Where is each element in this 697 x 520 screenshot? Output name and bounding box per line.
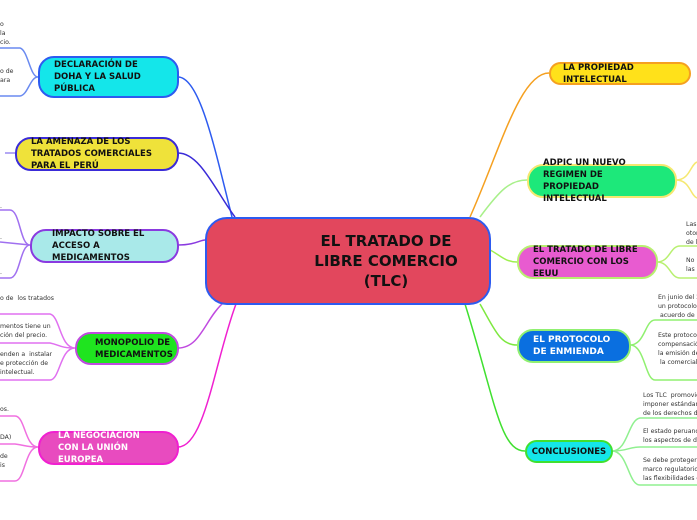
topic-label: CONCLUSIONES (531, 446, 607, 457)
leaf-text[interactable]: o la cio. (0, 21, 11, 46)
topic-monopolio[interactable]: MONOPOLIO DE MEDICAMENTOS (75, 332, 179, 365)
leaf-text[interactable]: . (0, 234, 2, 241)
leaf-text[interactable]: No las (686, 257, 695, 273)
topic-label: LA PROPIEDAD INTELECTUAL (563, 62, 634, 85)
leaf-text[interactable]: En junio del 2 un protocolo acuerdo de p (658, 294, 697, 319)
central-topic[interactable]: EL TRATADO DE LIBRE COMERCIO (TLC) (205, 217, 491, 305)
topic-label: IMPACTO SOBRE EL ACCESO A MEDICAMENTOS (52, 229, 145, 263)
leaf-text[interactable]: Este protocol compensació la emisión de … (658, 332, 697, 366)
leaf-text[interactable]: . (0, 269, 2, 276)
leaf-text[interactable]: Los TLC promovido imponer estándare de l… (643, 392, 697, 417)
leaf-text[interactable]: . (0, 203, 2, 210)
topic-label: MONOPOLIO DE MEDICAMENTOS (95, 337, 173, 360)
leaf-text[interactable]: Se debe proteger la marco regulatorio d … (643, 457, 697, 482)
topic-doha[interactable]: DECLARACIÓN DE DOHA Y LA SALUD PÚBLICA (38, 56, 179, 98)
topic-negociacion[interactable]: LA NEGOCIACIÓN CON LA UNIÓN EUROPEA (38, 431, 179, 465)
topic-label: LA AMENAZA DE LOS TRATADOS COMERCIALES P… (31, 137, 152, 171)
topic-label: LA NEGOCIACIÓN CON LA UNIÓN EUROPEA (58, 431, 140, 465)
leaf-text[interactable]: o de los tratados (0, 295, 55, 302)
topic-protocolo[interactable]: EL PROTOCOLO DE ENMIENDA (517, 329, 631, 363)
topic-label: DECLARACIÓN DE DOHA Y LA SALUD PÚBLICA (54, 60, 141, 94)
leaf-text[interactable]: o de ara (0, 68, 14, 84)
leaf-text[interactable]: DA) (0, 434, 12, 441)
leaf-text[interactable]: mentos tiene un ción del precio. (0, 323, 51, 339)
topic-label: ADPIC UN NUEVO REGIMEN DE PROPIEDAD INTE… (543, 158, 626, 204)
topic-label: EL PROTOCOLO DE ENMIENDA (533, 335, 611, 357)
topic-amenaza[interactable]: LA AMENAZA DE LOS TRATADOS COMERCIALES P… (15, 137, 179, 171)
leaf-text[interactable]: enden a instalar e protección de intelec… (0, 351, 53, 376)
topic-conclusiones[interactable]: CONCLUSIONES (525, 440, 613, 463)
topic-label: EL TRATADO DE LIBRE COMERCIO CON LOS EEU… (533, 245, 638, 279)
topic-impacto[interactable]: IMPACTO SOBRE EL ACCESO A MEDICAMENTOS (30, 229, 179, 263)
central-topic-label: EL TRATADO DE LIBRE COMERCIO (TLC) (314, 232, 458, 290)
leaf-text[interactable]: El estado peruano r los aspectos de der (643, 428, 697, 444)
leaf-text[interactable]: Las otor de l (686, 221, 697, 246)
topic-adpic[interactable]: ADPIC UN NUEVO REGIMEN DE PROPIEDAD INTE… (527, 158, 677, 204)
leaf-text[interactable]: de is (0, 453, 8, 469)
topic-eeuu[interactable]: EL TRATADO DE LIBRE COMERCIO CON LOS EEU… (517, 245, 658, 279)
leaf-text[interactable]: os. (0, 406, 9, 413)
topic-propiedad[interactable]: LA PROPIEDAD INTELECTUAL (549, 62, 691, 85)
